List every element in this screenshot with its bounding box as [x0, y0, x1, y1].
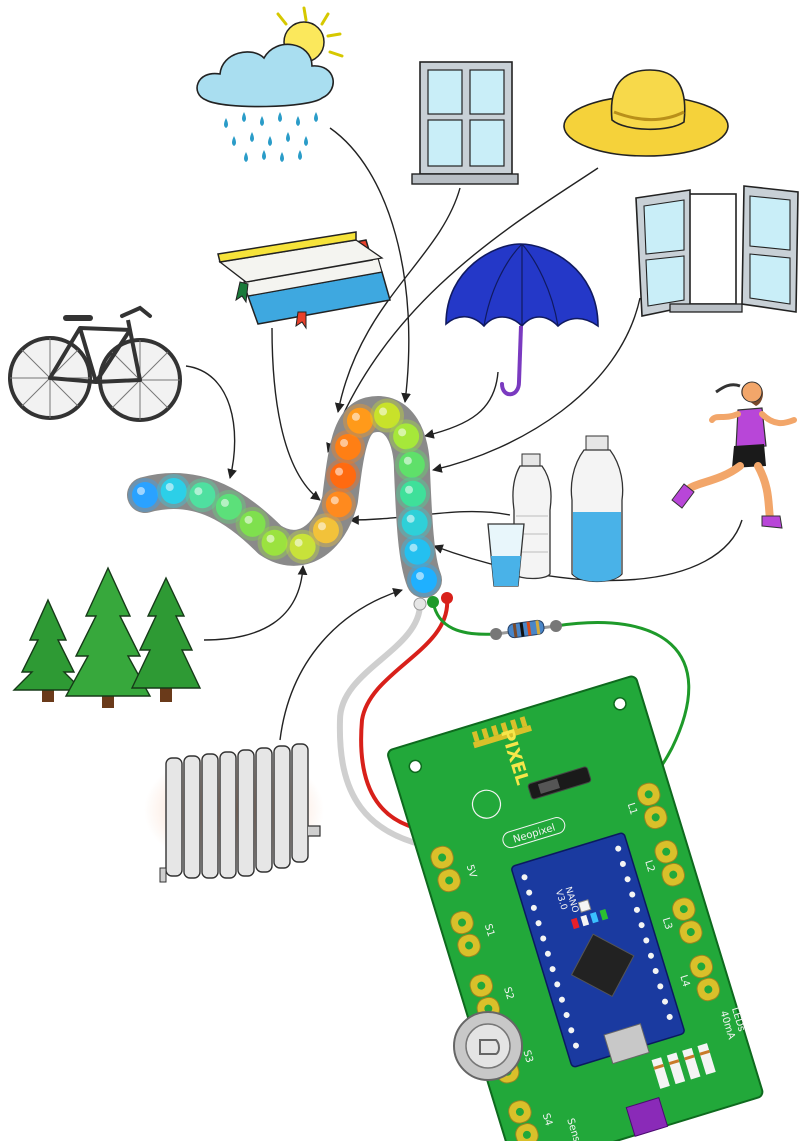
led-11 [335, 433, 362, 460]
sensor-label-s1: S1 [482, 923, 496, 938]
wire-white [336, 601, 455, 853]
led-3-highlight [194, 487, 203, 496]
led-9 [325, 491, 352, 518]
led-6-highlight [266, 534, 275, 543]
books-icon [217, 231, 391, 330]
weather-icon [196, 6, 344, 162]
led-17-highlight [406, 514, 415, 523]
radiator-icon [144, 743, 324, 883]
potentiometer-knob[interactable] [453, 1011, 523, 1081]
led-11-highlight [340, 438, 349, 447]
led-3 [189, 482, 216, 509]
arrow-weather [329, 127, 411, 403]
led-group [128, 398, 441, 597]
led-19 [411, 567, 437, 593]
wire-red [359, 596, 450, 834]
arrow-window-open [432, 297, 641, 473]
led-label-l2: L2 [642, 859, 656, 874]
arrow-radiator [279, 588, 403, 741]
resistor [490, 619, 562, 640]
sensor-label-s4: S4 [540, 1112, 554, 1127]
led-9-highlight [330, 496, 339, 505]
sun-hat-icon [563, 69, 729, 157]
led-18-highlight [409, 543, 418, 552]
wires [336, 596, 691, 853]
power-label: 5V [464, 863, 478, 879]
led-8 [312, 517, 339, 544]
usb-connector[interactable] [603, 1023, 650, 1065]
bicycle-icon [8, 305, 182, 422]
led-12-highlight [351, 412, 360, 421]
led-14 [393, 423, 420, 450]
led-5-highlight [244, 515, 253, 524]
arrow-bicycle [185, 365, 237, 479]
led-1 [132, 482, 158, 508]
led-2 [160, 478, 187, 505]
pcb-board: PIXEL Neopixel 5V S1 [387, 675, 764, 1141]
window-open-icon [635, 185, 799, 317]
arrow-books [271, 327, 321, 501]
window-closed-icon [411, 61, 519, 185]
led-10-highlight [335, 467, 344, 476]
led-15-highlight [403, 456, 412, 465]
led-16-highlight [405, 485, 414, 494]
led-label-l3: L3 [660, 916, 674, 931]
wire-green [431, 600, 498, 636]
sensor-label-s3: S3 [520, 1049, 534, 1064]
led-12 [346, 407, 373, 434]
nano-module: NANO V3.0 [511, 832, 685, 1068]
sensor-label-s2: S2 [501, 986, 515, 1001]
led-7-highlight [294, 538, 303, 547]
runner-icon [671, 381, 797, 529]
arrow-umbrella [424, 371, 499, 439]
led-label-l4: L4 [677, 974, 691, 989]
led-1-highlight [137, 487, 145, 495]
led-8-highlight [317, 522, 326, 531]
fir-trees-icon [12, 566, 202, 708]
umbrella-icon [445, 243, 599, 397]
transistor-outline [471, 789, 502, 819]
arrow-bottles [349, 510, 511, 525]
led-2-highlight [165, 483, 174, 492]
smd-resistors [651, 1043, 716, 1089]
led-4-highlight [220, 498, 229, 507]
led-17 [401, 509, 428, 536]
arrow-trees [203, 565, 308, 641]
connector-red [441, 592, 453, 604]
led-19-highlight [416, 572, 424, 580]
led-strip [127, 396, 442, 598]
reset-button[interactable] [577, 899, 592, 913]
led-16 [400, 480, 427, 507]
water-bottles-icon [487, 435, 624, 587]
microcontroller-chip [570, 933, 635, 998]
led-6 [261, 529, 288, 556]
connector-white [413, 597, 427, 611]
led-13-highlight [379, 407, 388, 416]
sensor-breakout [625, 1097, 669, 1137]
led-label-l1: L1 [625, 802, 639, 817]
led-15 [398, 451, 425, 478]
led-18 [404, 538, 431, 565]
connector-green [427, 596, 439, 608]
arrow-window-closed [334, 187, 461, 413]
pixel-logo-mark [471, 716, 532, 749]
arrow-sun-hat [326, 167, 599, 453]
led-10 [330, 462, 357, 489]
led-14-highlight [398, 428, 407, 437]
